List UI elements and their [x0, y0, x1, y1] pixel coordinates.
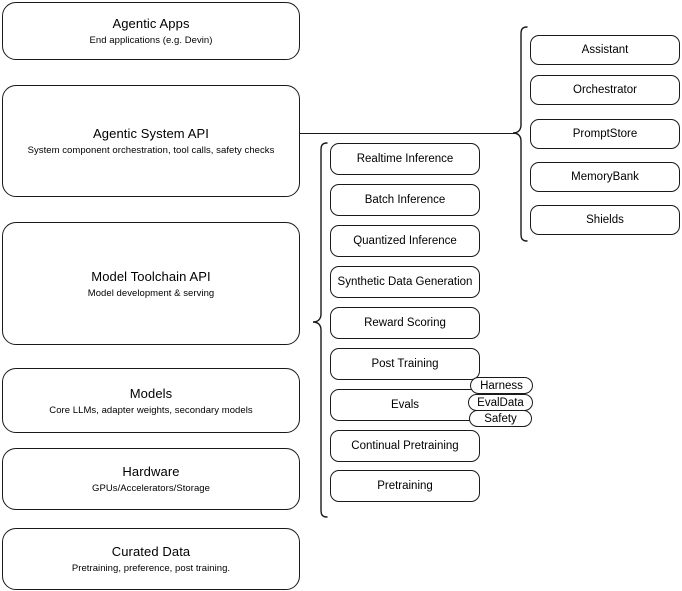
- layer-subtitle: GPUs/Accelerators/Storage: [92, 483, 210, 494]
- evals-tag-safety[interactable]: Safety: [469, 410, 532, 427]
- layer-card-model-toolchain-api[interactable]: Model Toolchain API Model development & …: [2, 222, 300, 345]
- connector-line-system-api-to-components: [300, 133, 516, 135]
- evals-tag-evaldata[interactable]: EvalData: [468, 394, 533, 411]
- toolchain-item-batch-inference[interactable]: Batch Inference: [330, 184, 480, 216]
- toolchain-item-label: Quantized Inference: [353, 235, 457, 247]
- layer-card-hardware[interactable]: Hardware GPUs/Accelerators/Storage: [2, 448, 300, 510]
- layer-title: Agentic System API: [93, 126, 209, 141]
- system-component-promptstore[interactable]: PromptStore: [530, 119, 680, 149]
- layer-title: Curated Data: [111, 544, 191, 559]
- toolchain-item-post-training[interactable]: Post Training: [330, 348, 480, 380]
- evals-tag-harness[interactable]: Harness: [470, 377, 533, 394]
- layer-title: Model Toolchain API: [91, 268, 211, 284]
- system-component-label: Assistant: [581, 44, 629, 56]
- toolchain-item-label: Continual Pretraining: [351, 440, 459, 452]
- evals-tag-label: Safety: [484, 412, 517, 425]
- toolchain-item-quantized-inference[interactable]: Quantized Inference: [330, 225, 480, 257]
- toolchain-item-label: Realtime Inference: [356, 153, 454, 165]
- system-component-label: MemoryBank: [571, 171, 639, 183]
- layer-subtitle: End applications (e.g. Devin): [89, 35, 213, 46]
- brace-toolchain-items: [312, 142, 328, 518]
- layer-subtitle: System component orchestration, tool cal…: [27, 145, 275, 156]
- system-component-orchestrator[interactable]: Orchestrator: [530, 75, 680, 105]
- layer-title: Hardware: [122, 464, 180, 479]
- layer-title: Models: [129, 385, 173, 401]
- layer-card-agentic-apps[interactable]: Agentic Apps End applications (e.g. Devi…: [2, 2, 300, 60]
- toolchain-item-reward-scoring[interactable]: Reward Scoring: [330, 307, 480, 339]
- system-component-label: Orchestrator: [573, 84, 637, 96]
- system-component-shields[interactable]: Shields: [530, 205, 680, 235]
- layer-card-curated-data[interactable]: Curated Data Pretraining, preference, po…: [2, 528, 300, 590]
- evals-tag-label: EvalData: [477, 396, 524, 409]
- toolchain-item-label: Post Training: [371, 358, 439, 370]
- toolchain-item-continual-pretraining[interactable]: Continual Pretraining: [330, 430, 480, 462]
- toolchain-item-realtime-inference[interactable]: Realtime Inference: [330, 143, 480, 175]
- system-component-memorybank[interactable]: MemoryBank: [530, 162, 680, 192]
- layer-card-models[interactable]: Models Core LLMs, adapter weights, secon…: [2, 368, 300, 433]
- layer-subtitle: Model development & serving: [87, 287, 215, 299]
- layer-card-agentic-system-api[interactable]: Agentic System API System component orch…: [2, 85, 300, 197]
- layer-title: Agentic Apps: [112, 16, 190, 31]
- system-component-label: Shields: [586, 214, 624, 226]
- toolchain-item-label: Pretraining: [377, 480, 433, 492]
- toolchain-item-evals[interactable]: Evals: [330, 389, 480, 421]
- evals-tag-label: Harness: [480, 379, 523, 392]
- toolchain-item-label: Evals: [390, 399, 420, 411]
- toolchain-item-label: Reward Scoring: [364, 317, 446, 329]
- toolchain-item-pretraining[interactable]: Pretraining: [330, 470, 480, 502]
- layer-subtitle: Pretraining, preference, post training.: [71, 563, 231, 574]
- toolchain-item-label: Batch Inference: [364, 194, 446, 206]
- system-component-label: PromptStore: [572, 128, 638, 140]
- layer-subtitle: Core LLMs, adapter weights, secondary mo…: [49, 404, 253, 416]
- toolchain-item-synthetic-data-generation[interactable]: Synthetic Data Generation: [330, 266, 480, 298]
- system-component-assistant[interactable]: Assistant: [530, 35, 680, 65]
- toolchain-item-label: Synthetic Data Generation: [337, 276, 473, 288]
